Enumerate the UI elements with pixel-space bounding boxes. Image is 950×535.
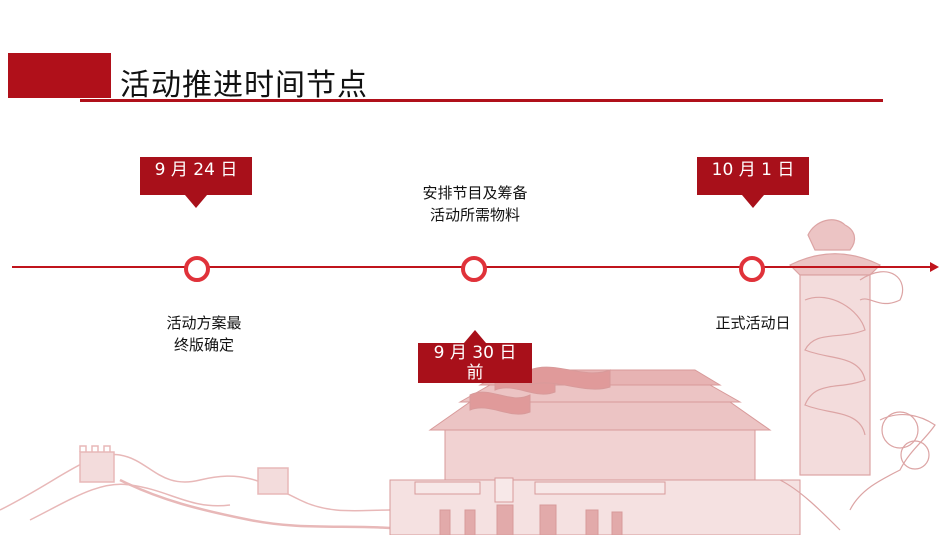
landmarks-illustration (0, 219, 936, 535)
timeline-arrow-icon (930, 262, 939, 272)
milestone-date-2-line-2: 前 (466, 363, 484, 383)
page-title: 活动推进时间节点 (120, 68, 368, 103)
tiananmen-icon (389, 366, 801, 535)
milestone-date-3-label: 10 月 1 日 (711, 160, 795, 180)
milestone-desc-1-line-1: 活动方案最 (166, 314, 242, 332)
milestone-desc-3: 正式活动日 (690, 312, 816, 334)
title-underline (80, 99, 883, 102)
huabiao-column-icon (779, 219, 936, 531)
milestone-desc-2-line-2: 活动所需物料 (429, 206, 520, 224)
milestone-desc-2: 安排节目及筹备 活动所需物料 (400, 182, 550, 226)
milestone-desc-3-line-1: 正式活动日 (715, 314, 791, 332)
milestone-desc-2-line-1: 安排节目及筹备 (422, 184, 528, 202)
milestone-date-2-line-1: 9 月 30 日 (433, 343, 517, 363)
milestone-date-1-label: 9 月 24 日 (154, 160, 238, 180)
title-accent-block (8, 53, 111, 98)
timeline-node-3 (739, 256, 765, 282)
milestone-date-1: 9 月 24 日 (140, 157, 252, 208)
timeline-node-1 (184, 256, 210, 282)
milestone-date-2: 9 月 30 日 前 (418, 330, 532, 383)
timeline-node-2 (461, 256, 487, 282)
milestone-date-3: 10 月 1 日 (697, 157, 809, 208)
milestone-desc-1: 活动方案最 终版确定 (140, 312, 268, 356)
milestone-desc-1-line-2: 终版确定 (173, 336, 234, 354)
